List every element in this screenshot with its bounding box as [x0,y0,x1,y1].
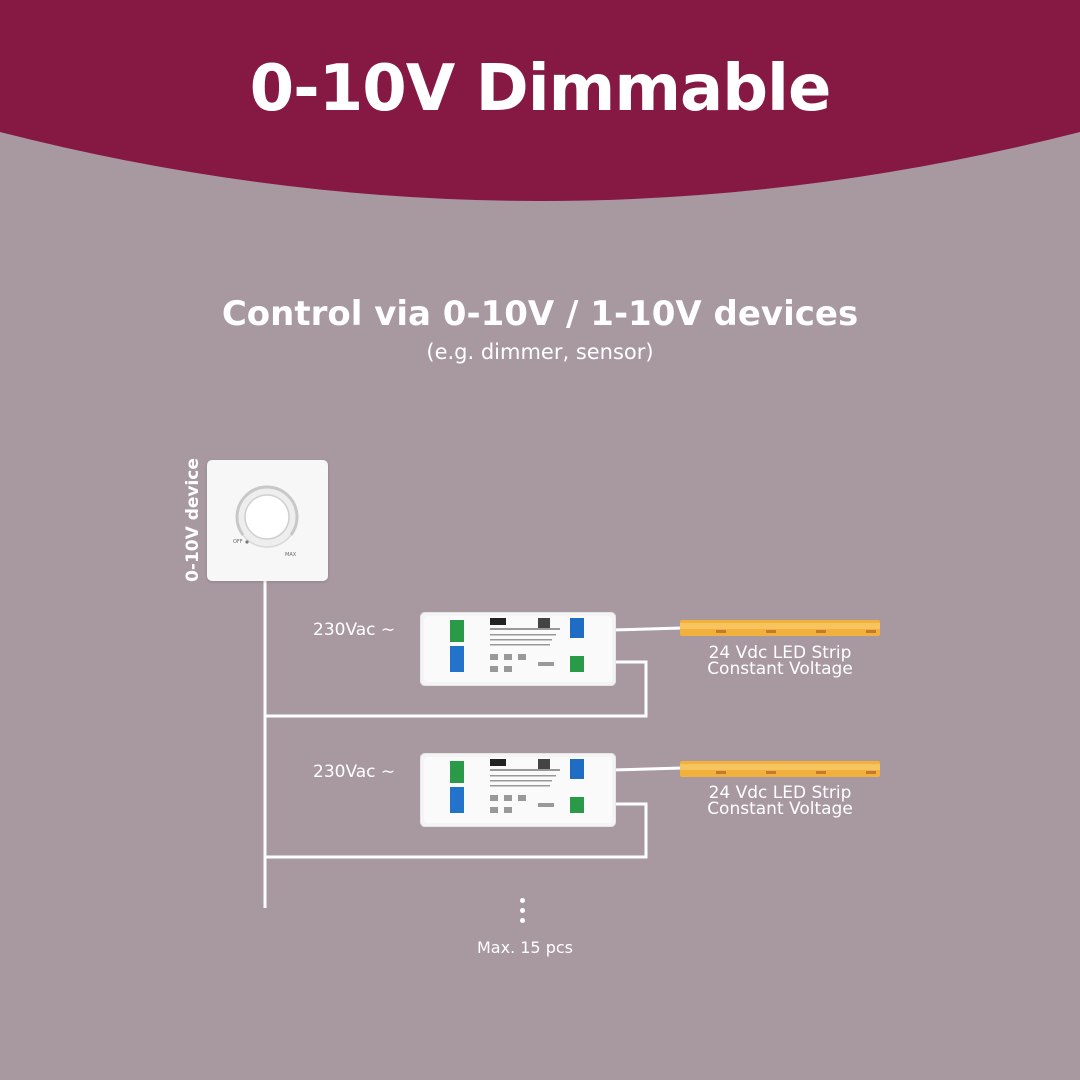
driver-1-output-label-line-2: Constant Voltage [707,659,853,679]
dial-max-mark: MAX [285,552,297,558]
driver-2-output-wire [611,766,683,772]
control-note: (e.g. dimmer, sensor) [426,340,654,364]
header-band [0,0,1080,201]
driver-1 [420,612,616,686]
driver-2-output-label-line-2: Constant Voltage [707,799,853,819]
page-title: 0-10V Dimmable [249,52,832,126]
rotary-dimmer-icon: OFF MAX [233,485,299,558]
driver-2-control-wire [265,802,648,859]
driver-1-output-label-line-1: 24 Vdc LED Strip [708,643,852,663]
max-count-label: Max. 15 pcs [477,938,573,957]
driver-2 [420,753,616,827]
dimmer-device: OFF MAX [207,460,328,581]
driver-2-input-label: 230Vac ∼ [313,762,396,782]
dial-off-mark: OFF [233,539,243,545]
driver-2-output-label-line-1: 24 Vdc LED Strip [708,783,852,803]
led-strip-2 [680,761,880,777]
driver-1-output-wire [611,626,683,632]
continuation-dots [517,898,527,928]
driver-1-input-label: 230Vac ∼ [313,620,396,640]
led-strip-1 [680,620,880,636]
control-heading: Control via 0-10V / 1-10V devices [221,294,859,334]
driver-1-control-wire [265,660,648,718]
controller-label: 0-10V device [183,458,203,582]
